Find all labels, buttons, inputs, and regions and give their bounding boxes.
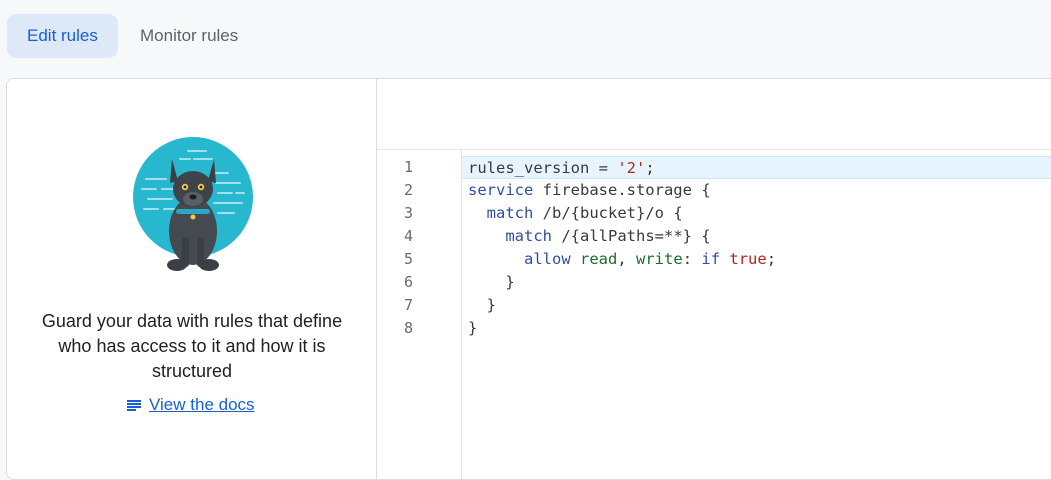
rules-tabs: Edit rules Monitor rules <box>0 0 1051 74</box>
tab-edit-rules[interactable]: Edit rules <box>7 14 118 58</box>
line-number: 8 <box>403 319 413 337</box>
code-line-text: rules_version = '2'; <box>468 159 655 177</box>
line-number: 2 <box>403 181 413 199</box>
line-number: 5 <box>403 250 413 268</box>
line-number: 1 <box>403 158 413 176</box>
view-docs-label[interactable]: View the docs <box>149 395 255 414</box>
line-number: 3 <box>403 204 413 222</box>
view-docs-link[interactable]: View the docs <box>127 393 255 417</box>
tab-monitor-rules[interactable]: Monitor rules <box>140 26 239 45</box>
code-line-text: match /b/{bucket}/o { <box>486 204 683 222</box>
code-line[interactable]: } <box>462 271 1051 294</box>
code-line-text: } <box>468 319 478 337</box>
code-line[interactable]: service firebase.storage { <box>462 179 1051 202</box>
rules-editor[interactable]: 1 2 3 4 5 6 7 8 rules_version = '2'; ser… <box>377 79 1051 479</box>
code-line-text: service firebase.storage { <box>468 181 711 199</box>
line-number: 4 <box>403 227 413 245</box>
rules-card: Guard your data with rules that define w… <box>6 78 1051 480</box>
code-line[interactable]: match /{allPaths=**} { <box>462 225 1051 248</box>
code-line-text: match /{allPaths=**} { <box>505 227 711 245</box>
code-line-text: } <box>468 296 496 314</box>
line-number: 7 <box>403 296 413 314</box>
code-line-text: allow read, write: if true; <box>524 250 777 268</box>
code-line-text: } <box>468 273 515 291</box>
dog-mascot-icon <box>133 137 253 271</box>
line-number-gutter: 1 2 3 4 5 6 7 8 <box>377 150 462 479</box>
code-line[interactable]: } <box>462 294 1051 317</box>
code-line[interactable]: allow read, write: if true; <box>462 248 1051 271</box>
rules-info-panel: Guard your data with rules that define w… <box>7 79 377 479</box>
code-area[interactable]: rules_version = '2'; service firebase.st… <box>462 150 1051 479</box>
docs-list-icon <box>127 399 141 411</box>
code-line[interactable]: rules_version = '2'; <box>462 156 1051 179</box>
code-line[interactable]: match /b/{bucket}/o { <box>462 202 1051 225</box>
line-number: 6 <box>403 273 413 291</box>
editor-toolbar <box>377 79 1051 150</box>
rules-description: Guard your data with rules that define w… <box>41 311 343 381</box>
code-line[interactable]: } <box>462 317 1051 340</box>
